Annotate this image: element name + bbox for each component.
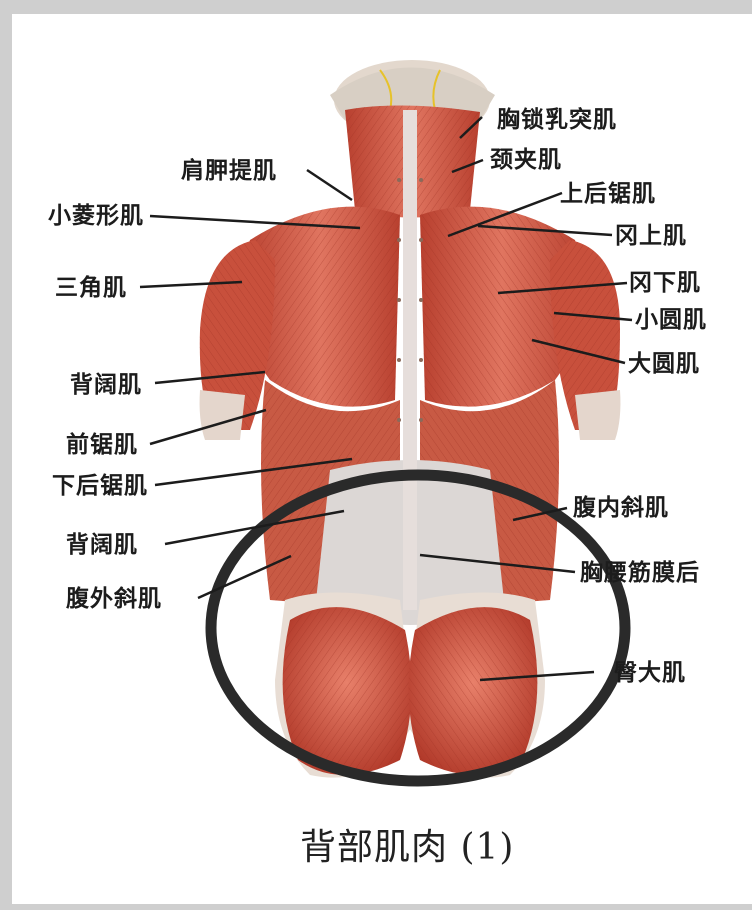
label-thoracolumbar-fascia: 胸腰筋膜后 bbox=[580, 561, 700, 584]
figure-caption: 背部肌肉 (1) bbox=[300, 818, 514, 870]
label-latissimus-dorsi-1: 背阔肌 bbox=[70, 373, 142, 396]
label-internal-oblique: 腹内斜肌 bbox=[573, 496, 669, 519]
label-gluteus-maximus: 臀大肌 bbox=[614, 661, 686, 684]
label-infraspinatus: 冈下肌 bbox=[629, 271, 701, 294]
label-serratus-posterior-superior: 上后锯肌 bbox=[560, 182, 656, 205]
label-latissimus-dorsi-2: 背阔肌 bbox=[66, 533, 138, 556]
label-teres-minor: 小圆肌 bbox=[635, 308, 707, 331]
label-supraspinatus: 冈上肌 bbox=[615, 224, 687, 247]
label-serratus-anterior: 前锯肌 bbox=[66, 433, 138, 456]
label-external-oblique: 腹外斜肌 bbox=[66, 587, 162, 610]
label-deltoid: 三角肌 bbox=[55, 276, 127, 299]
label-rhomboid-minor: 小菱形肌 bbox=[48, 204, 144, 227]
label-serratus-posterior-inferior: 下后锯肌 bbox=[52, 474, 148, 497]
label-levator-scapulae: 肩胛提肌 bbox=[181, 159, 277, 182]
label-sternocleidomastoid: 胸锁乳突肌 bbox=[497, 108, 617, 131]
label-splenius-capitis: 颈夹肌 bbox=[490, 148, 562, 171]
label-teres-major: 大圆肌 bbox=[628, 352, 700, 375]
